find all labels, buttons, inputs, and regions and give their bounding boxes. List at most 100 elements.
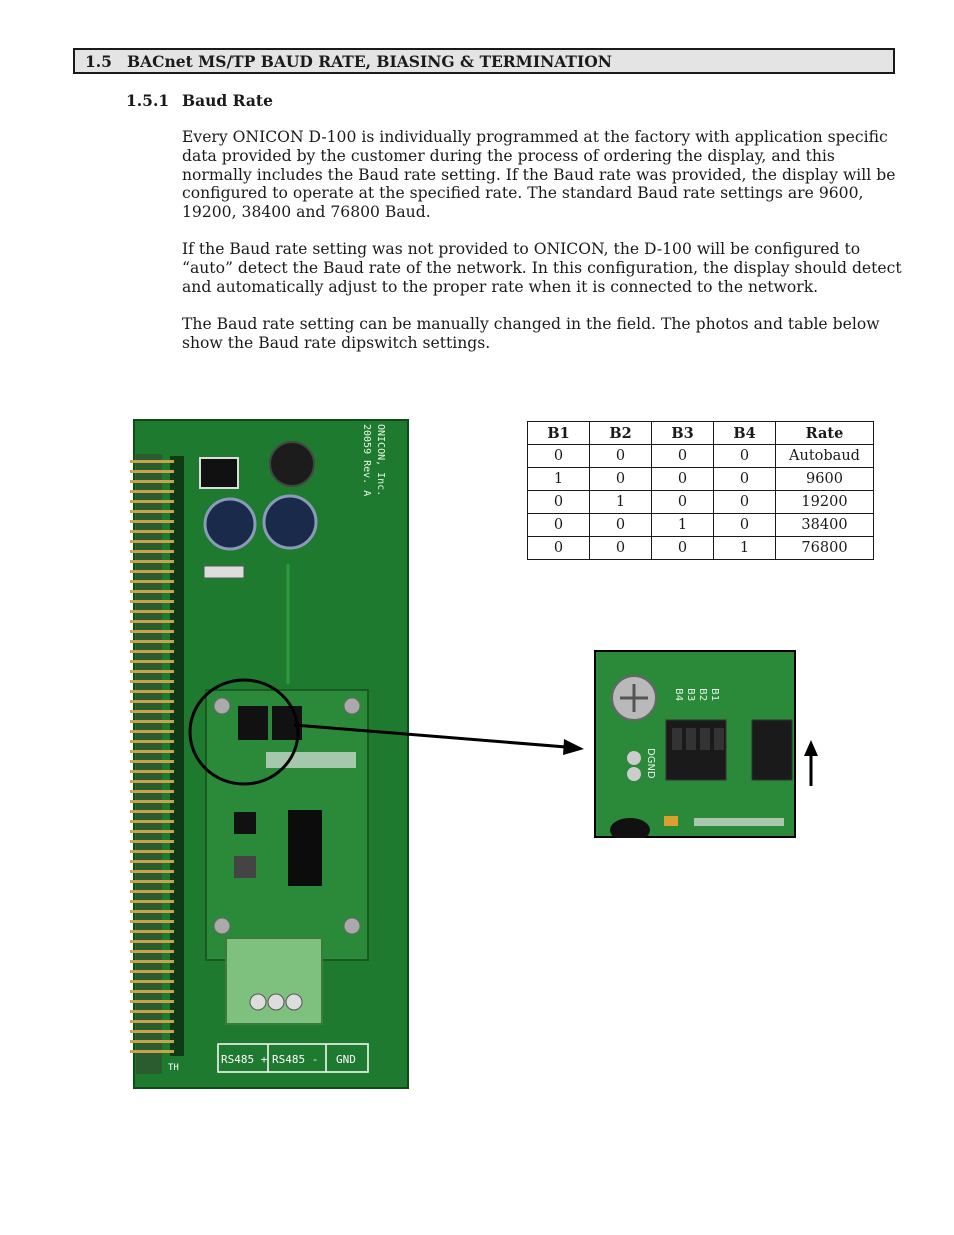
header-pin [130, 780, 174, 783]
paragraph-line: “auto” detect the Baud rate of the netwo… [182, 258, 902, 277]
table-row: 0 0 1 0 38400 [527, 513, 874, 537]
paragraph-line: and automatically adjust to the proper r… [182, 277, 819, 296]
paragraph-2: If the Baud rate setting was not provide… [182, 240, 902, 296]
paragraph-line: If the Baud rate setting was not provide… [182, 240, 861, 258]
header-pin [130, 460, 174, 463]
header-pin [130, 900, 174, 903]
header-pin [130, 1010, 174, 1013]
terminal-label: RS485 + [221, 1053, 268, 1066]
diode [203, 565, 245, 579]
paragraph-line: normally includes the Baud rate setting.… [182, 165, 896, 184]
arrow-head-icon [563, 739, 584, 755]
header-pin [130, 960, 174, 963]
header-pin [130, 670, 174, 673]
header-pin [130, 790, 174, 793]
header-pin [130, 610, 174, 613]
terminal-label: RS485 - [272, 1053, 318, 1066]
component [610, 818, 650, 838]
inductor [234, 856, 256, 878]
header-pin [130, 580, 174, 583]
table-row: 0 1 0 0 19200 [527, 490, 874, 514]
terminal-block [225, 937, 323, 1025]
header-pin [130, 860, 174, 863]
header-pin [130, 690, 174, 693]
header-pin [130, 700, 174, 703]
circuit-board-photo: ONICON, Inc. 20059 Rev. A RS485 + RS485 … [130, 419, 409, 1089]
header-pin [130, 470, 174, 473]
table-cell: 9600 [775, 467, 874, 491]
header-pin [130, 720, 174, 723]
header-pin [130, 540, 174, 543]
header-pin [130, 500, 174, 503]
header-pin [130, 480, 174, 483]
column-header: B4 [713, 421, 776, 445]
table-cell: 0 [713, 467, 776, 491]
subsection-title: Baud Rate [182, 91, 273, 110]
ground-label: DGND [645, 748, 656, 779]
header-pin [130, 930, 174, 933]
header-pin [130, 910, 174, 913]
paragraph-line: 19200, 38400 and 76800 Baud. [182, 203, 431, 222]
table-cell: 0 [589, 467, 652, 491]
header-pin [130, 680, 174, 683]
header-pin [130, 810, 174, 813]
paragraph-line: data provided by the customer during the… [182, 146, 835, 165]
header-pin [130, 640, 174, 643]
table-cell: 0 [713, 513, 776, 537]
table-row: 0 0 0 0 Autobaud [527, 444, 874, 468]
dipswitch-closeup-photo: B4 B3 B2 B1 DGND [594, 650, 796, 838]
terminal-label: GND [336, 1053, 356, 1066]
header-pin [130, 620, 174, 623]
table-cell: 0 [713, 490, 776, 514]
header-pin [130, 560, 174, 563]
microcontroller [288, 810, 322, 886]
header-pin [130, 890, 174, 893]
table-cell: 0 [651, 490, 714, 514]
header-pin [130, 920, 174, 923]
mounting-screw [343, 697, 361, 715]
callout-arrow [293, 723, 584, 755]
header-pin [130, 660, 174, 663]
header-pin [130, 550, 174, 553]
terminal-label-box [217, 1043, 369, 1073]
capacitor [203, 497, 257, 551]
header-pin [130, 880, 174, 883]
mounting-screw [213, 917, 231, 935]
header-pin [130, 840, 174, 843]
paragraph-line: The Baud rate setting can be manually ch… [182, 315, 880, 333]
switch-on-arrow-icon [804, 740, 818, 786]
header-pin [130, 730, 174, 733]
ic-chip [199, 457, 239, 489]
header-pin [130, 950, 174, 953]
header-pin [130, 570, 174, 573]
table-cell: 0 [589, 513, 652, 537]
header-pin [130, 970, 174, 973]
table-cell: 0 [651, 536, 714, 560]
paragraph-line: show the Baud rate dipswitch settings. [182, 333, 491, 352]
section-header: 1.5 BACnet MS/TP BAUD RATE, BIASING & TE… [73, 48, 895, 74]
switch-label: B2 [697, 688, 708, 701]
switch-label: B4 [673, 688, 684, 701]
table-cell: 0 [651, 444, 714, 468]
table-cell: 0 [589, 444, 652, 468]
table-row: 1 0 0 0 9600 [527, 467, 874, 491]
dip-switch [238, 706, 268, 740]
header-pin [130, 1050, 174, 1053]
table-cell: 19200 [775, 490, 874, 514]
header-pin [130, 490, 174, 493]
header-pin [130, 710, 174, 713]
column-header: B3 [651, 421, 714, 445]
table-header-row: B1 B2 B3 B4 Rate [527, 421, 874, 445]
paragraph-line: Every ONICON D-100 is individually progr… [182, 128, 888, 146]
terminal-screw [267, 993, 285, 1011]
header-pin [130, 1030, 174, 1033]
header-pin [130, 870, 174, 873]
paragraph-line: configured to operate at the specified r… [182, 184, 864, 203]
header-pin [130, 630, 174, 633]
silkscreen-text: 20059 Rev. A [361, 424, 372, 496]
header-pin [130, 750, 174, 753]
terminal-screw [249, 993, 267, 1011]
column-header: B1 [527, 421, 590, 445]
paragraph-1: Every ONICON D-100 is individually progr… [182, 128, 902, 222]
mounting-screw [213, 697, 231, 715]
